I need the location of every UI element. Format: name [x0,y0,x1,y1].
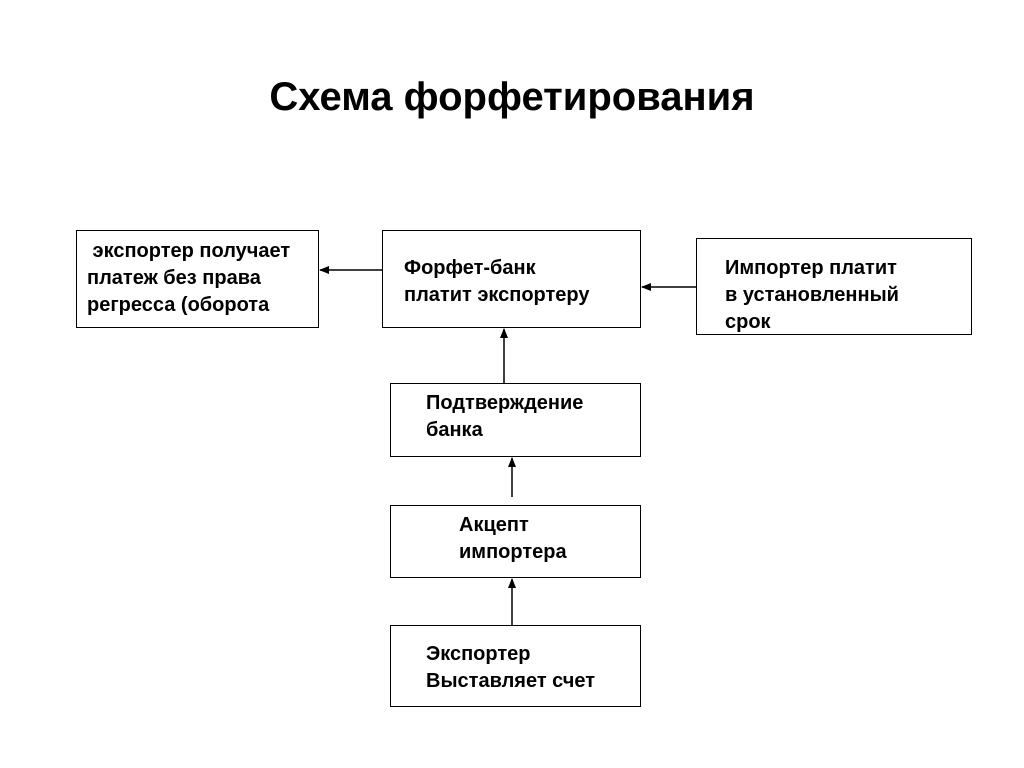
box-text-line: Акцепт [459,514,529,536]
box-text-line: срок [725,311,771,333]
box-text-line: Импортер платит [725,257,897,279]
box-text-line: платеж без права [87,267,261,289]
importer-pays-box: Импортер платит в установленный срок [696,238,972,335]
importer-acceptance-box: Акцепт импортера [390,505,641,578]
box-text-line: банка [426,419,483,441]
box-text-line: Экспортер [426,643,531,665]
box-text-line: Подтверждение [426,392,584,414]
box-text-line: регресса (оборота [87,294,270,316]
box-text-line: импортера [459,541,567,563]
exporter-invoice-box: Экспортер Выставляет счет [390,625,641,707]
forfait-bank-pays-box: Форфет-банк платит экспортеру [382,230,641,328]
box-text-line: экспортер получает [87,240,291,262]
bank-confirmation-box: Подтверждение банка [390,383,641,457]
exporter-receives-payment-box: экспортер получает платеж без права регр… [76,230,319,328]
box-text-line: Выставляет счет [426,670,596,692]
box-text-line: в установленный [725,284,899,306]
box-text-line: Форфет-банк [404,257,536,279]
page-title: Схема форфетирования [269,75,755,119]
box-text-line: платит экспортеру [404,284,590,306]
